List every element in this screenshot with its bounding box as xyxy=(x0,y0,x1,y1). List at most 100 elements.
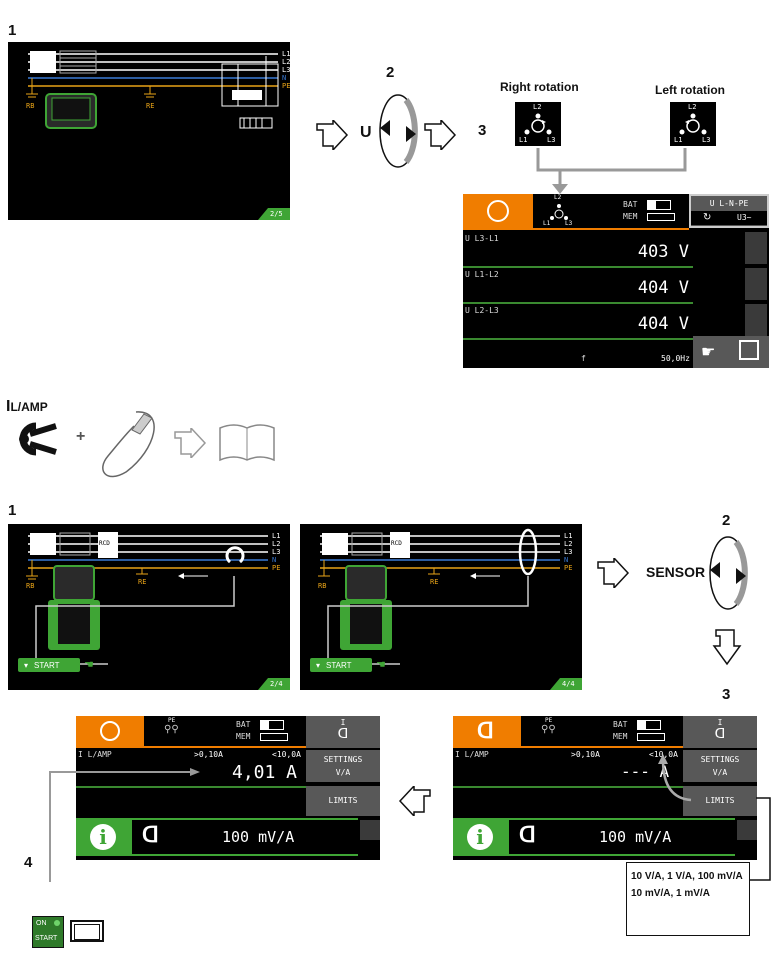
frequency-label: f xyxy=(581,354,586,363)
sensor-ratio-bar: ᗡ 100 mV/A xyxy=(132,818,358,856)
hollow-arrow-icon xyxy=(316,120,349,150)
line-label-n: N xyxy=(272,556,277,564)
wiring-diagram-screen: L1 L2 L3 N PE RB RE 2/5 xyxy=(8,42,290,220)
battery-label: BAT xyxy=(623,200,638,209)
hand-pointer-icon[interactable]: ☛ xyxy=(701,344,716,361)
rotary-mode-indicator xyxy=(76,716,144,746)
clamp-mode-indicator: ᗡ xyxy=(453,716,521,746)
rcd-label: RCD xyxy=(391,540,402,547)
rotation-arrow-icon: ↻ xyxy=(703,212,712,223)
display-frame-icon xyxy=(70,920,104,942)
start-label: START xyxy=(34,660,60,670)
rb-label: RB xyxy=(26,582,35,590)
battery-icon xyxy=(647,200,671,210)
settings-sub-label: V/A xyxy=(335,768,351,777)
line-label-l3: L3 xyxy=(564,548,573,556)
hollow-arrow-icon xyxy=(424,120,457,150)
bottom-softkeys: ☛ xyxy=(693,336,769,368)
line-label-pe: PE xyxy=(272,564,281,572)
hollow-arrow-icon xyxy=(597,558,630,588)
ratio-options-box: 10 V/A, 1 V/A, 100 mV/A 10 mV/A, 1 mV/A xyxy=(626,862,750,936)
function-label: I xyxy=(340,718,346,727)
voltage-measurement-screen: L2 L1 L3 BAT MEM U L-N-PE ↻ U3~ U L3-L1 … xyxy=(463,194,769,368)
rcd-label: RCD xyxy=(99,540,110,547)
measurement-mode-box[interactable]: U L-N-PE ↻ U3~ xyxy=(689,194,769,228)
on-label: ON xyxy=(36,920,47,927)
limits-button[interactable]: LIMITS xyxy=(306,786,380,816)
page-indicator: 4/4 xyxy=(562,680,575,688)
start-button[interactable]: ▾START xyxy=(310,658,372,672)
clamp-wiring-diagram-screen: L1 L2 L3 N PE RCD RB RE ▾START ☚ 2/4 xyxy=(8,524,290,690)
frequency-value: 50,0Hz xyxy=(661,354,690,363)
rb-label: RB xyxy=(26,102,35,110)
save-icon[interactable] xyxy=(739,340,759,360)
settings-button[interactable]: SETTINGS V/A xyxy=(306,750,380,782)
rotary-switch-icon xyxy=(379,94,418,168)
memory-label: MEM xyxy=(623,212,638,221)
limits-button[interactable]: LIMITS xyxy=(683,786,757,816)
hand-pointer-icon: ☚ xyxy=(376,659,386,671)
hollow-arrow-left-icon xyxy=(398,786,431,816)
on-start-key[interactable]: ON START xyxy=(32,916,64,948)
side-softkey[interactable] xyxy=(737,820,757,840)
memory-label: MEM xyxy=(613,732,628,741)
line-label-pe: PE xyxy=(282,82,291,90)
l3-label: L3 xyxy=(565,220,573,227)
battery-label: BAT xyxy=(236,720,251,729)
connector-arrow xyxy=(49,768,200,882)
row-divider xyxy=(453,786,683,788)
right-rotation-title: Right rotation xyxy=(500,80,579,94)
step-number: 3 xyxy=(478,122,487,139)
current-value: --- A xyxy=(621,762,670,781)
step-number: 2 xyxy=(386,64,395,81)
clamp-wiring-diagram xyxy=(26,532,290,690)
start-arrow-icon: ▾ xyxy=(316,660,321,670)
l1-label: L1 xyxy=(519,136,528,144)
function-label: I xyxy=(717,718,723,727)
line-label-l2: L2 xyxy=(272,540,281,548)
mode-sub-label: U3~ xyxy=(737,213,752,222)
hollow-arrow-icon xyxy=(174,428,207,458)
lower-limit: >0,10A xyxy=(571,750,600,759)
connector-arrow xyxy=(536,148,687,194)
function-selector-button[interactable]: I ᗡ xyxy=(683,716,757,748)
header-divider xyxy=(76,746,306,748)
l2-label: L2 xyxy=(533,103,542,111)
line-label-l2: L2 xyxy=(282,58,291,66)
current-value: 4,01 A xyxy=(232,762,298,783)
side-softkey[interactable] xyxy=(745,268,767,300)
row-label: U L3-L1 xyxy=(465,234,499,243)
step-number: 1 xyxy=(8,22,17,39)
probe-icon: ⚲⚲ xyxy=(164,724,179,735)
side-softkey[interactable] xyxy=(745,304,767,336)
upper-limit: <10,0A xyxy=(649,750,678,759)
line-label-l1: L1 xyxy=(282,50,291,58)
limits-pointer-arrow xyxy=(658,754,692,802)
current-sensor-coil-icon xyxy=(102,411,155,478)
start-label: START xyxy=(35,935,58,942)
hand-pointer-icon: ☚ xyxy=(84,659,94,671)
mode-label: U L-N-PE xyxy=(709,199,749,208)
header-divider xyxy=(453,746,683,748)
row-label: U L1-L2 xyxy=(465,270,499,279)
row-value: 404 V xyxy=(637,314,689,334)
rb-label: RB xyxy=(318,582,327,590)
side-softkey[interactable] xyxy=(360,820,380,840)
clamp-icon: ᗡ xyxy=(477,718,494,743)
function-selector-button[interactable]: I ᗡ xyxy=(306,716,380,748)
start-button[interactable]: ▾START xyxy=(18,658,80,672)
row-value: 403 V xyxy=(637,242,689,262)
info-icon: i xyxy=(467,824,493,850)
measurement-label: I L/AMP xyxy=(455,750,489,759)
right-rotation-icon: L2 L1 L3 xyxy=(515,102,561,146)
memory-bar xyxy=(260,733,288,741)
info-area[interactable]: i xyxy=(76,818,132,856)
settings-button[interactable]: SETTINGS V/A xyxy=(683,750,757,782)
memory-label: MEM xyxy=(236,732,251,741)
step-number: 3 xyxy=(722,686,731,703)
probe-icon: ⚲⚲ xyxy=(541,724,556,735)
side-softkey[interactable] xyxy=(745,232,767,264)
line-label-l1: L1 xyxy=(272,532,281,540)
info-area[interactable]: i xyxy=(453,818,509,856)
settings-label: SETTINGS xyxy=(323,755,363,764)
